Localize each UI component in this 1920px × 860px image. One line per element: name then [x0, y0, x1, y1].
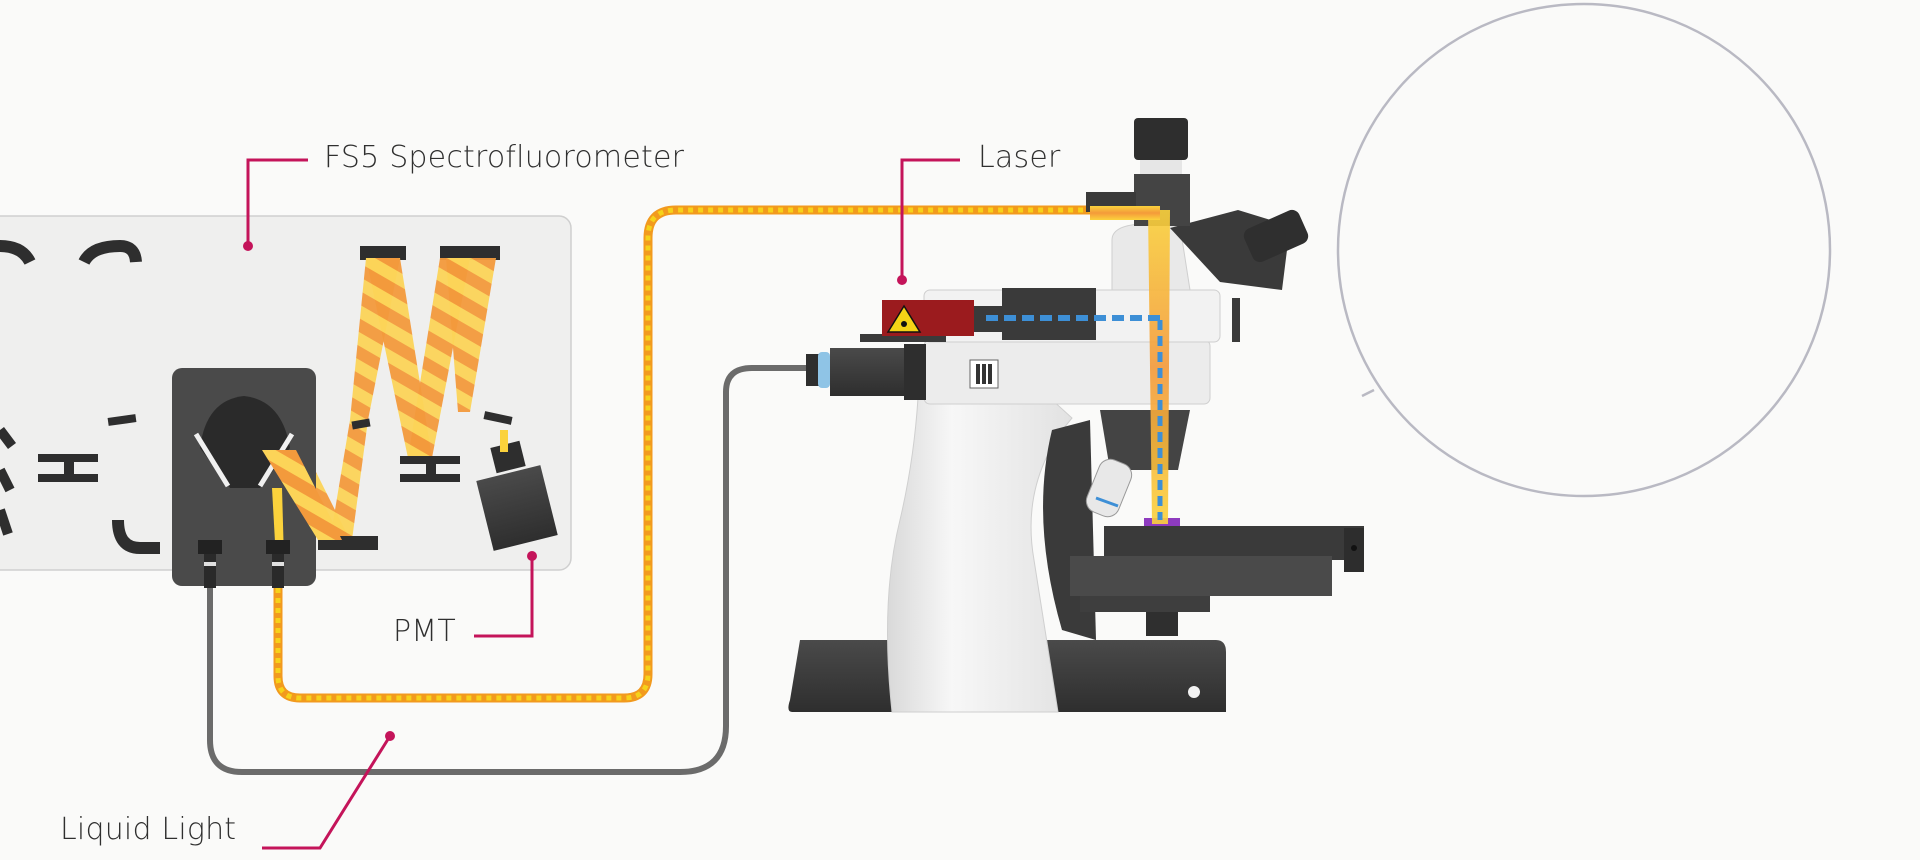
laser-label: Laser — [978, 140, 1061, 175]
spectrofluorometer-label: FS5 Spectrofluorometer — [324, 140, 685, 175]
liquid-light-label: Liquid Light — [60, 812, 237, 847]
callout-lines — [246, 158, 960, 850]
optical-fiber — [273, 205, 1150, 703]
pmt-label: PMT — [393, 614, 456, 649]
callout-dots — [243, 241, 907, 741]
liquid-light-guide — [207, 365, 812, 775]
light-source-housing — [172, 368, 342, 588]
magnifier-circle — [1336, 2, 1832, 498]
microscope — [788, 118, 1364, 713]
laser-warning-icon — [886, 304, 922, 333]
